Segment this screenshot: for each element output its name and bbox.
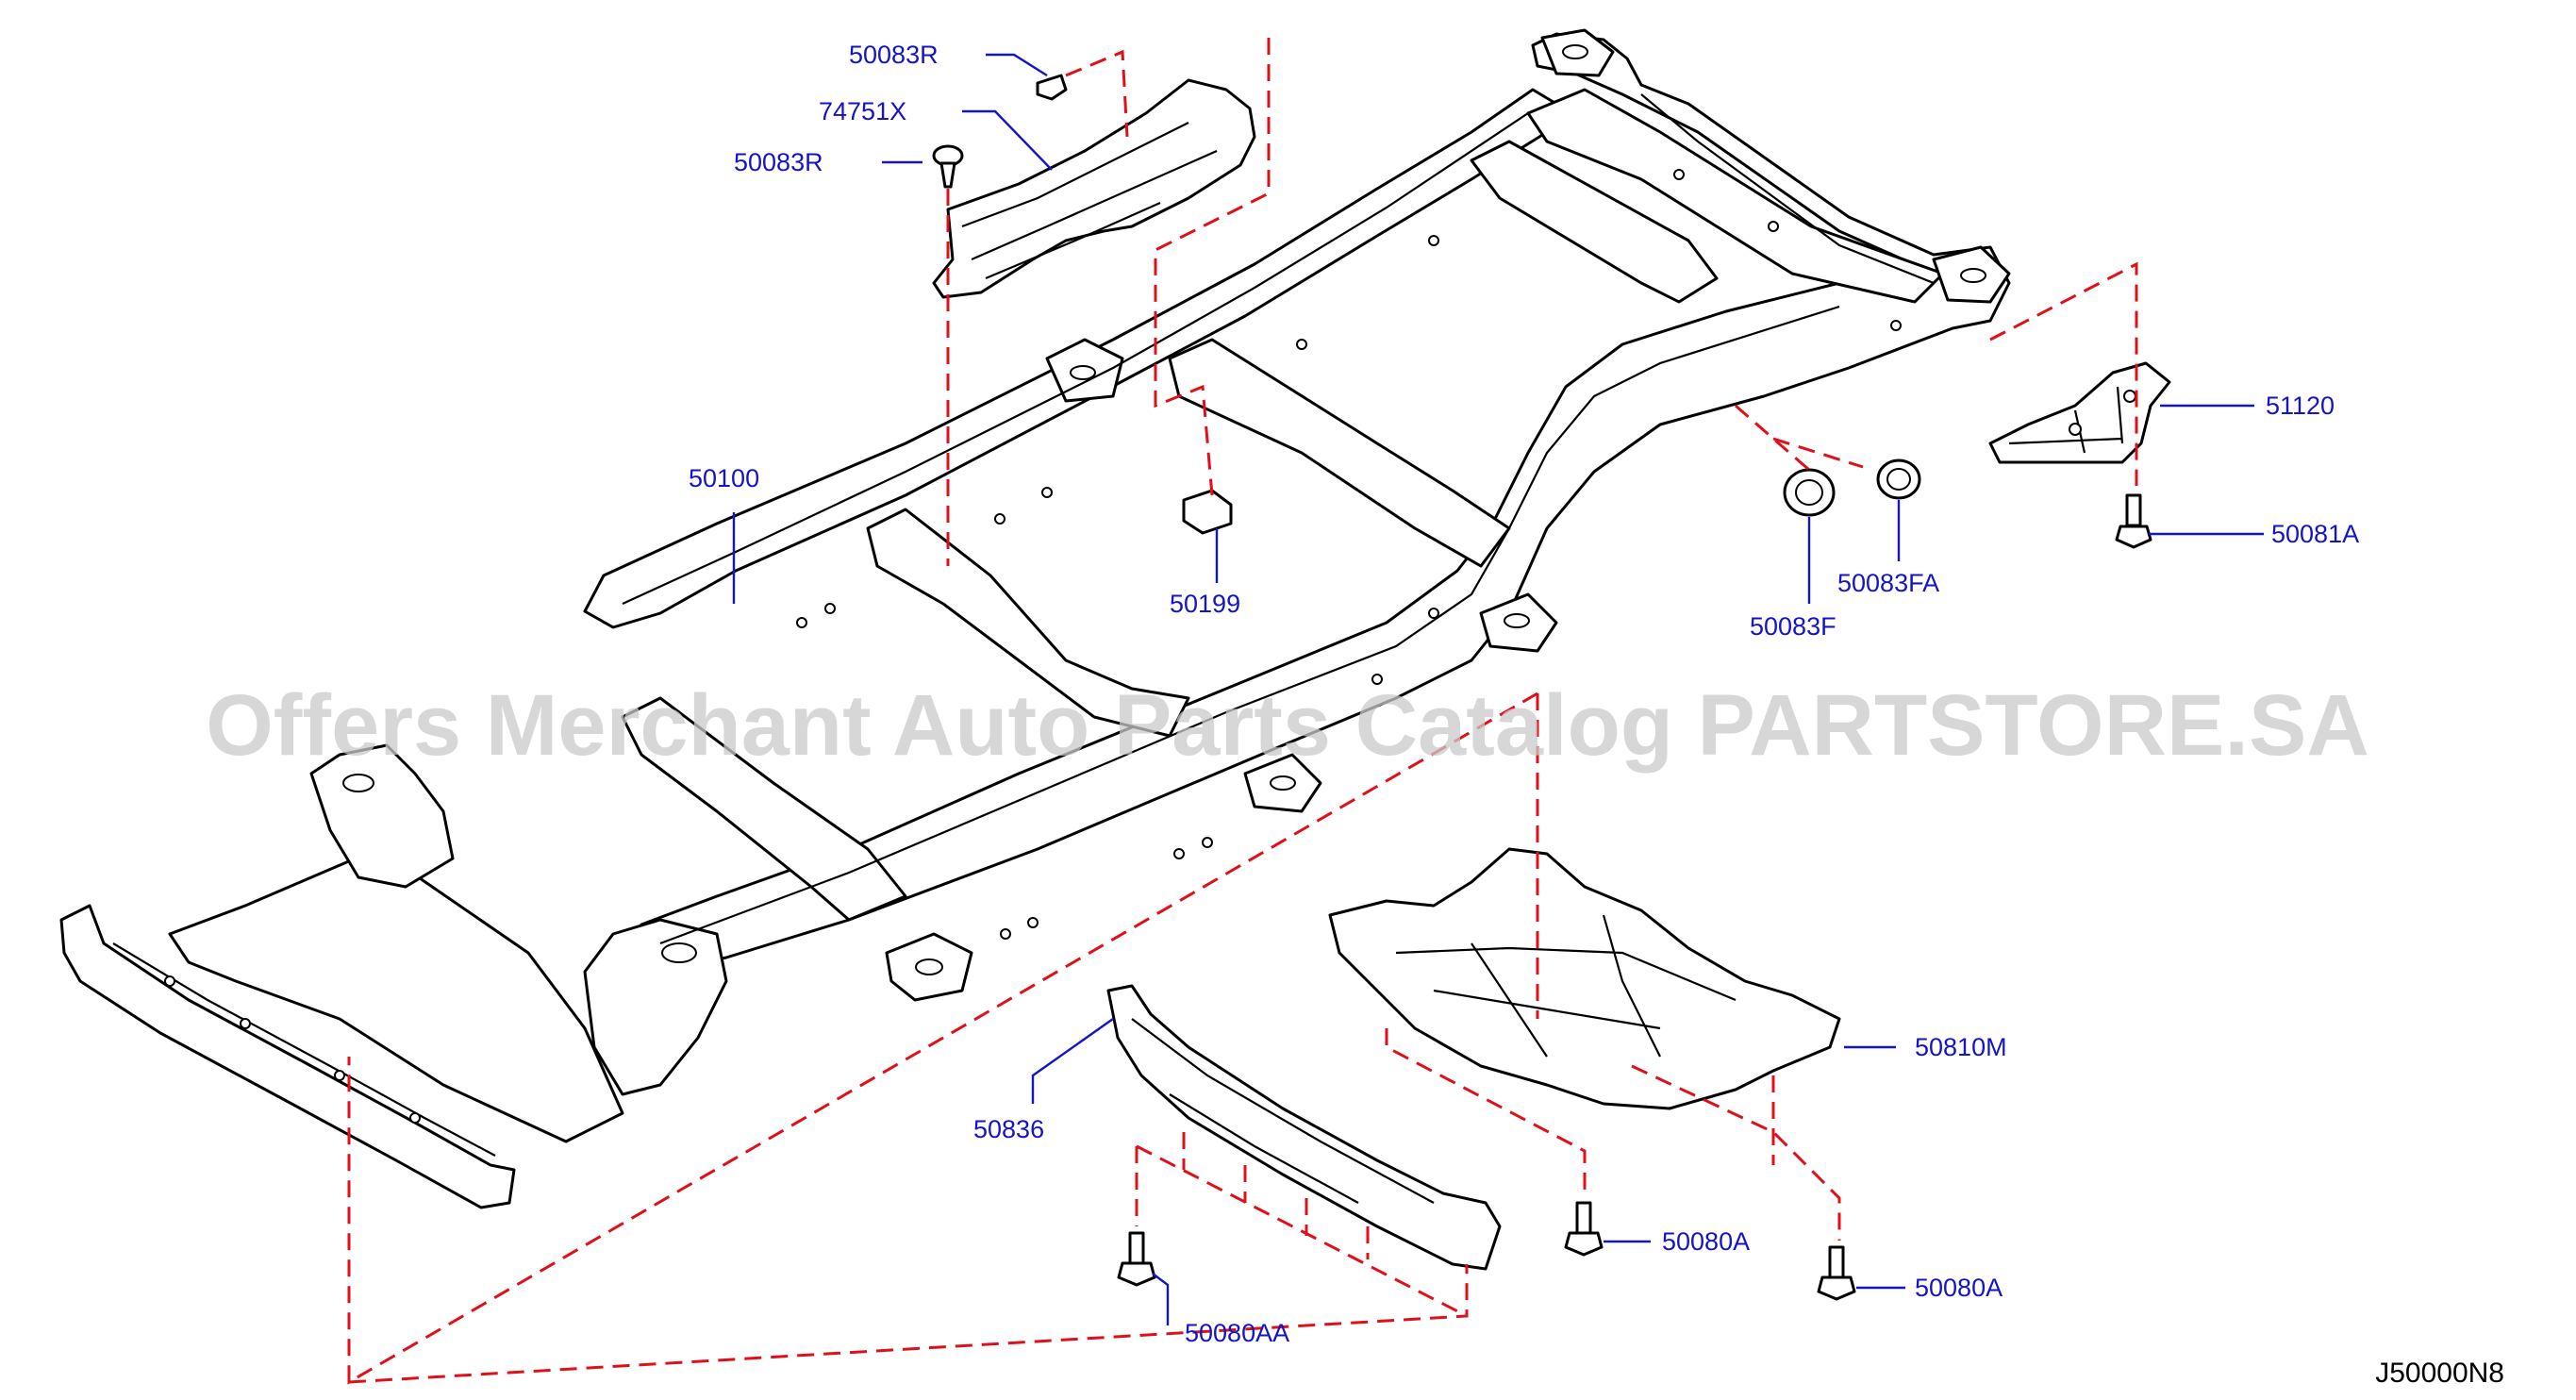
frame-hole	[1173, 848, 1185, 859]
rail-detail-lines	[112, 93, 1935, 1157]
label-bolt-bracket: 50081A	[2271, 520, 2359, 548]
frame-hole	[1428, 608, 1439, 619]
frame-hole	[334, 1070, 345, 1081]
mount-hole-2	[1270, 775, 1296, 791]
mount-hole-1	[915, 958, 943, 975]
bolt-50081a[interactable]	[2115, 493, 2152, 549]
mount-hole-8	[342, 774, 374, 792]
frame-hole	[164, 975, 175, 987]
label-frame: 50100	[689, 464, 759, 492]
plug-seal-50083fa[interactable]	[1876, 458, 1921, 500]
mount-hole-3	[1504, 613, 1530, 628]
frame-hole	[409, 1112, 421, 1124]
mount-hole-6	[1562, 44, 1588, 59]
heat-shield-74751x[interactable]	[932, 78, 1256, 299]
under-cover-ribs	[1395, 914, 1737, 1058]
frame-hole	[1000, 928, 1011, 940]
crossmember-2	[1168, 338, 1511, 568]
front-crossmember	[168, 847, 624, 1143]
frame-hole	[240, 1018, 251, 1029]
label-clip-left: 50083R	[734, 148, 823, 176]
figure-reference: J50000N8	[2375, 1358, 2504, 1389]
clip-50083r-top[interactable]	[1036, 74, 1068, 101]
bracket-51120[interactable]	[1988, 361, 2171, 464]
label-bolt-cover-left: 50080A	[1662, 1227, 1750, 1256]
frame-assembly[interactable]	[59, 28, 2011, 1209]
frame-hole	[1428, 235, 1439, 246]
label-plug: 50083F	[1750, 612, 1836, 641]
rear-crossmember	[1526, 88, 1945, 304]
engine-mount-right	[583, 918, 728, 1096]
label-plug-seal: 50083FA	[1837, 569, 1939, 597]
bracket-hole	[2123, 390, 2136, 403]
front-bumper-beam	[59, 904, 516, 1209]
label-heat-shield: 74751X	[819, 97, 906, 125]
mount-hole-4	[1070, 365, 1096, 380]
frame-hole	[796, 617, 807, 628]
label-bolt-front: 50080AA	[1185, 1319, 1289, 1347]
label-front-cover: 50836	[973, 1115, 1044, 1143]
label-spacer: 50199	[1170, 590, 1240, 618]
bolt-50080a-right[interactable]	[1817, 1245, 1856, 1301]
under-cover-50810m[interactable]	[1328, 847, 1841, 1110]
heat-shield-ribs	[961, 122, 1218, 280]
bracket-hole	[2069, 423, 2082, 436]
mount-hole-7	[661, 942, 697, 963]
plug-50083f[interactable]	[1783, 468, 1836, 517]
label-under-cover: 50810M	[1915, 1033, 2007, 1061]
frame-hole	[1296, 339, 1307, 350]
frame-hole	[1768, 221, 1779, 232]
crossmember-4	[621, 696, 907, 922]
watermark: Offers Merchant Auto Parts Catalog PARTS…	[206, 677, 2369, 774]
frame-hole	[1890, 320, 1902, 331]
clip-50083r-left[interactable]	[932, 144, 964, 189]
bolt-50080a-left[interactable]	[1564, 1201, 1604, 1257]
mount-hole-5	[1960, 268, 1986, 283]
frame-hole	[824, 603, 836, 614]
frame-hole	[1202, 837, 1213, 848]
front-cover-ribs	[1131, 1018, 1435, 1204]
frame-hole	[1027, 917, 1039, 928]
front-cover-50836[interactable]	[1106, 984, 1502, 1271]
spacer-50199[interactable]	[1182, 489, 1233, 535]
frame-hole	[1041, 487, 1053, 498]
frame-hole	[1371, 674, 1383, 685]
bolt-50080aa[interactable]	[1117, 1231, 1156, 1287]
label-leaders	[732, 53, 2264, 1325]
frame-hole	[1673, 169, 1685, 180]
label-bolt-cover-right: 50080A	[1915, 1274, 2003, 1302]
label-bracket: 51120	[2266, 392, 2335, 420]
label-clip-top: 50083R	[849, 41, 939, 69]
assembly-guide-lines	[347, 38, 2138, 1385]
frame-hole	[994, 513, 1005, 525]
crossmember-1	[1470, 140, 1719, 304]
